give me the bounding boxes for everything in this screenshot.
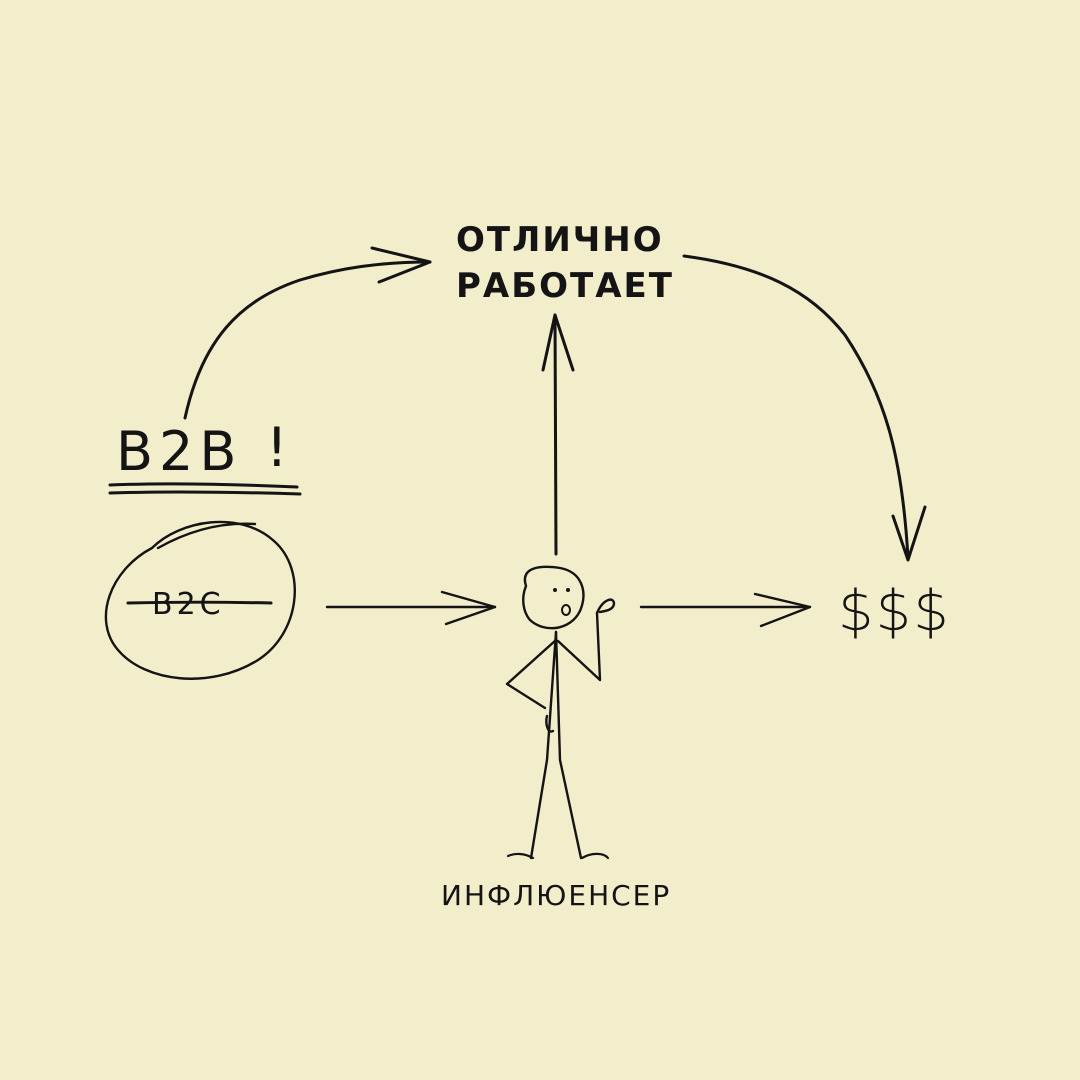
b2c-block: B2C bbox=[104, 520, 296, 680]
arrow-influencer-to-top bbox=[541, 313, 575, 556]
money-label: $$$ bbox=[838, 579, 951, 644]
influencer-label: ИНФЛЮЕНСЕР bbox=[441, 879, 671, 912]
influencer-figure bbox=[505, 565, 616, 860]
arrow-b2b-to-top bbox=[183, 246, 432, 420]
arrow-b2c-to-influencer bbox=[325, 590, 497, 626]
b2c-label: B2C bbox=[152, 587, 225, 622]
b2b-label: B2B bbox=[116, 420, 242, 483]
arrow-influencer-to-money bbox=[639, 592, 812, 628]
top-label-line1: ОТЛИЧНО bbox=[456, 220, 664, 260]
b2b-block: B2B ! bbox=[108, 416, 302, 496]
arrow-top-to-money bbox=[682, 254, 927, 562]
b2b-exclamation: ! bbox=[266, 416, 294, 479]
top-label-line2: РАБОТАЕТ bbox=[456, 266, 674, 306]
